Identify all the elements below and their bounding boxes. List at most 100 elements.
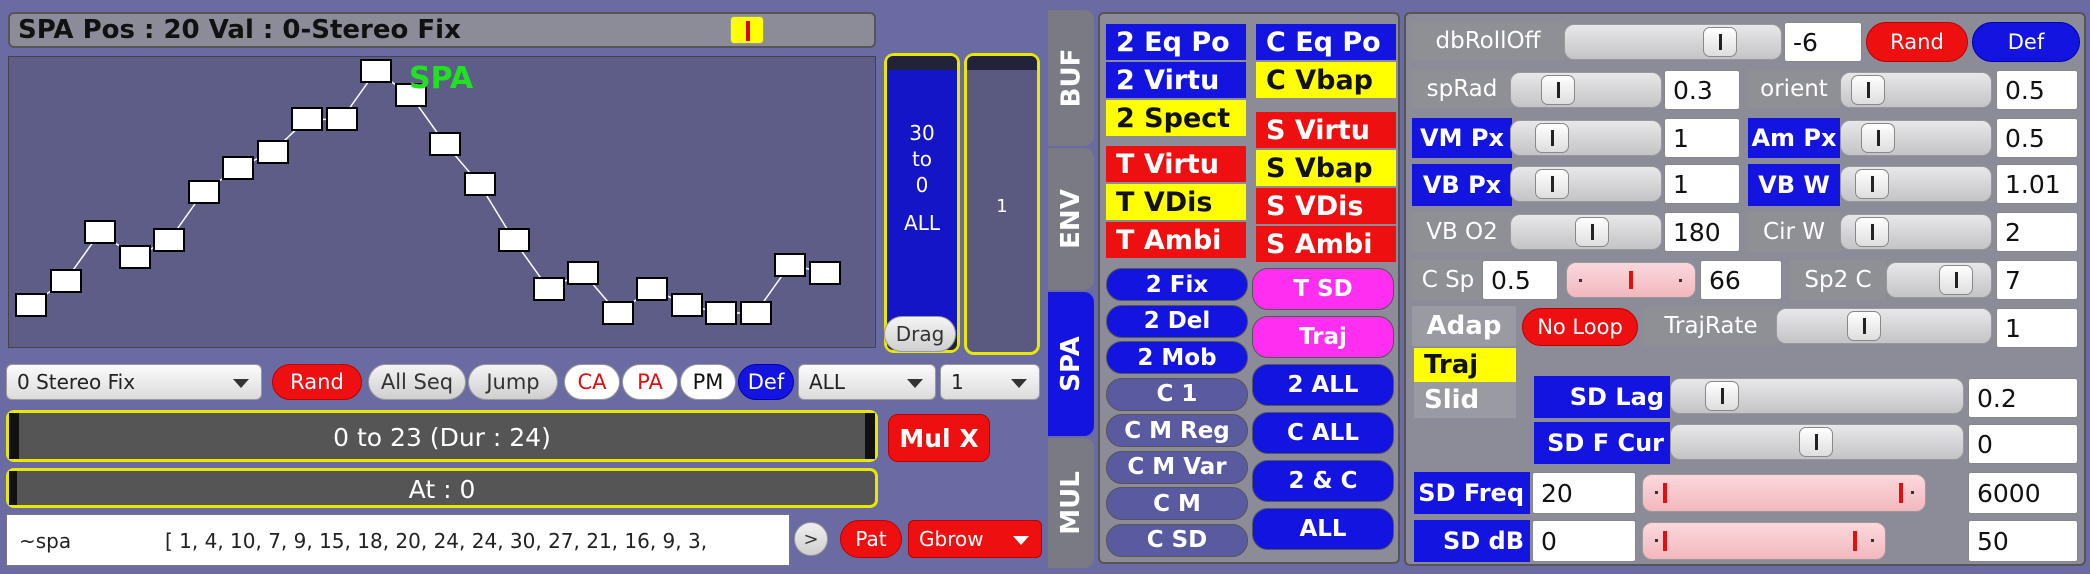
graph-point[interactable] bbox=[808, 260, 841, 285]
slid-mode[interactable]: Slid bbox=[1414, 382, 1516, 418]
graph-point[interactable] bbox=[49, 268, 82, 293]
sp2c-value[interactable]: 7 bbox=[1996, 260, 2078, 300]
sprad-value[interactable]: 0.3 bbox=[1664, 70, 1740, 110]
csp-high-value[interactable]: 66 bbox=[1700, 260, 1782, 300]
graph-point[interactable] bbox=[325, 107, 358, 132]
preset-2-del[interactable]: 2 Del bbox=[1106, 304, 1248, 338]
ca-button[interactable]: CA bbox=[564, 364, 620, 400]
number-select[interactable]: 1 bbox=[940, 364, 1040, 400]
mode-t-virtu[interactable]: T Virtu bbox=[1106, 146, 1246, 182]
graph-area[interactable]: SPA bbox=[8, 56, 876, 348]
params-rand-button[interactable]: Rand bbox=[1866, 22, 1968, 62]
vmpx-slider[interactable] bbox=[1510, 120, 1662, 156]
sddb-range-slider[interactable] bbox=[1642, 522, 1886, 560]
graph-point[interactable] bbox=[153, 228, 185, 253]
drag-button[interactable]: Drag bbox=[884, 316, 956, 352]
graph-point[interactable] bbox=[532, 276, 565, 301]
mode-s-virtu[interactable]: S Virtu bbox=[1256, 112, 1396, 148]
all-seq-button[interactable]: All Seq bbox=[368, 364, 466, 400]
sdfreq-low-value[interactable]: 20 bbox=[1532, 472, 1636, 514]
vbw-value[interactable]: 1.01 bbox=[1996, 164, 2078, 204]
graph-point[interactable] bbox=[498, 228, 530, 253]
ampx-slider[interactable] bbox=[1840, 120, 1992, 156]
range-bar[interactable]: 0 to 23 (Dur : 24) bbox=[6, 410, 878, 462]
value-slider-vertical[interactable]: 1 bbox=[964, 53, 1040, 355]
graph-point[interactable] bbox=[774, 252, 806, 277]
mode-t-vdis[interactable]: T VDis bbox=[1106, 184, 1246, 220]
sddb-low-value[interactable]: 0 bbox=[1532, 520, 1636, 562]
range-slider-vertical[interactable]: 30 to 0 ALL bbox=[884, 53, 960, 353]
mode-c-vbap[interactable]: C Vbap bbox=[1256, 62, 1396, 98]
mode-s-vbap[interactable]: S Vbap bbox=[1256, 150, 1396, 186]
graph-point[interactable] bbox=[705, 301, 737, 325]
graph-point[interactable] bbox=[636, 276, 668, 301]
vbo2-value[interactable]: 180 bbox=[1664, 212, 1740, 252]
params-def-button[interactable]: Def bbox=[1972, 22, 2080, 62]
sp2c-slider[interactable] bbox=[1886, 262, 1992, 298]
rand-button[interactable]: Rand bbox=[272, 364, 362, 400]
trajrate-value[interactable]: 1 bbox=[1996, 308, 2078, 348]
cirw-slider[interactable] bbox=[1840, 214, 1992, 250]
sprad-slider[interactable] bbox=[1510, 72, 1662, 108]
all-select[interactable]: ALL bbox=[798, 364, 936, 400]
tab-env[interactable]: ENV bbox=[1048, 148, 1094, 290]
graph-point[interactable] bbox=[15, 292, 47, 317]
tab-spa[interactable]: SPA bbox=[1048, 292, 1094, 436]
sdlag-slider[interactable] bbox=[1670, 378, 1964, 414]
sequence-input[interactable]: ~spa [ 1, 4, 10, 7, 9, 15, 18, 20, 24, 2… bbox=[6, 514, 790, 566]
preset-c-m-var[interactable]: C M Var bbox=[1106, 450, 1248, 484]
pat-button[interactable]: Pat bbox=[840, 520, 902, 558]
sddb-high-value[interactable]: 50 bbox=[1968, 520, 2078, 562]
preset-c-1[interactable]: C 1 bbox=[1106, 377, 1248, 411]
pa-button[interactable]: PA bbox=[622, 364, 678, 400]
csp-range-slider[interactable] bbox=[1566, 262, 1696, 298]
sdfcur-value[interactable]: 0 bbox=[1968, 424, 2078, 464]
tab-buf[interactable]: BUF bbox=[1048, 10, 1094, 146]
graph-point[interactable] bbox=[291, 107, 323, 132]
mul-x-button[interactable]: Mul X bbox=[888, 414, 990, 462]
graph-point[interactable] bbox=[601, 301, 634, 325]
preset-c-sd[interactable]: C SD bbox=[1106, 523, 1248, 557]
at-bar[interactable]: At : 0 bbox=[6, 468, 878, 508]
sdfcur-slider[interactable] bbox=[1670, 424, 1964, 460]
graph-point[interactable] bbox=[118, 244, 151, 269]
vbw-slider[interactable] bbox=[1840, 166, 1992, 202]
vbpx-slider[interactable] bbox=[1510, 166, 1662, 202]
no-loop-button[interactable]: No Loop bbox=[1522, 308, 1638, 346]
preset-c-m[interactable]: C M bbox=[1106, 487, 1248, 520]
graph-point[interactable] bbox=[222, 155, 254, 180]
dbrolloff-value[interactable]: -6 bbox=[1784, 22, 1862, 62]
mode-s-ambi[interactable]: S Ambi bbox=[1256, 226, 1396, 262]
preset-2-all[interactable]: 2 ALL bbox=[1252, 364, 1394, 406]
orient-slider[interactable] bbox=[1840, 72, 1992, 108]
trajrate-slider[interactable] bbox=[1776, 308, 1992, 344]
graph-point[interactable] bbox=[429, 131, 461, 156]
graph-point[interactable] bbox=[84, 220, 116, 245]
pm-button[interactable]: PM bbox=[680, 364, 736, 400]
mode-2-spect[interactable]: 2 Spect bbox=[1106, 100, 1246, 136]
sdfreq-high-value[interactable]: 6000 bbox=[1968, 472, 2078, 514]
vbpx-value[interactable]: 1 bbox=[1664, 164, 1740, 204]
gbrow-select[interactable]: Gbrow bbox=[908, 520, 1042, 558]
graph-point[interactable] bbox=[360, 59, 392, 83]
cirw-value[interactable]: 2 bbox=[1996, 212, 2078, 252]
graph-point[interactable] bbox=[670, 292, 703, 317]
position-indicator[interactable] bbox=[730, 16, 764, 44]
mode-t-ambi[interactable]: T Ambi bbox=[1106, 222, 1246, 258]
mode-2-eq-po[interactable]: 2 Eq Po bbox=[1106, 24, 1246, 60]
arrow-button[interactable]: > bbox=[794, 522, 828, 556]
mode-s-vdis[interactable]: S VDis bbox=[1256, 188, 1396, 224]
graph-point[interactable] bbox=[567, 260, 599, 285]
preset-c-all[interactable]: C ALL bbox=[1252, 412, 1394, 454]
vbo2-slider[interactable] bbox=[1510, 214, 1662, 250]
csp-low-value[interactable]: 0.5 bbox=[1482, 260, 1558, 300]
graph-point[interactable] bbox=[394, 83, 427, 108]
preset-2-mob[interactable]: 2 Mob bbox=[1106, 341, 1248, 374]
mode-2-virtu[interactable]: 2 Virtu bbox=[1106, 62, 1246, 98]
ampx-value[interactable]: 0.5 bbox=[1996, 118, 2078, 158]
sdfreq-range-slider[interactable] bbox=[1642, 474, 1926, 512]
jump-button[interactable]: Jump bbox=[468, 364, 558, 400]
preset-traj[interactable]: Traj bbox=[1252, 316, 1394, 358]
preset-c-m-reg[interactable]: C M Reg bbox=[1106, 414, 1248, 447]
graph-point[interactable] bbox=[739, 301, 772, 325]
